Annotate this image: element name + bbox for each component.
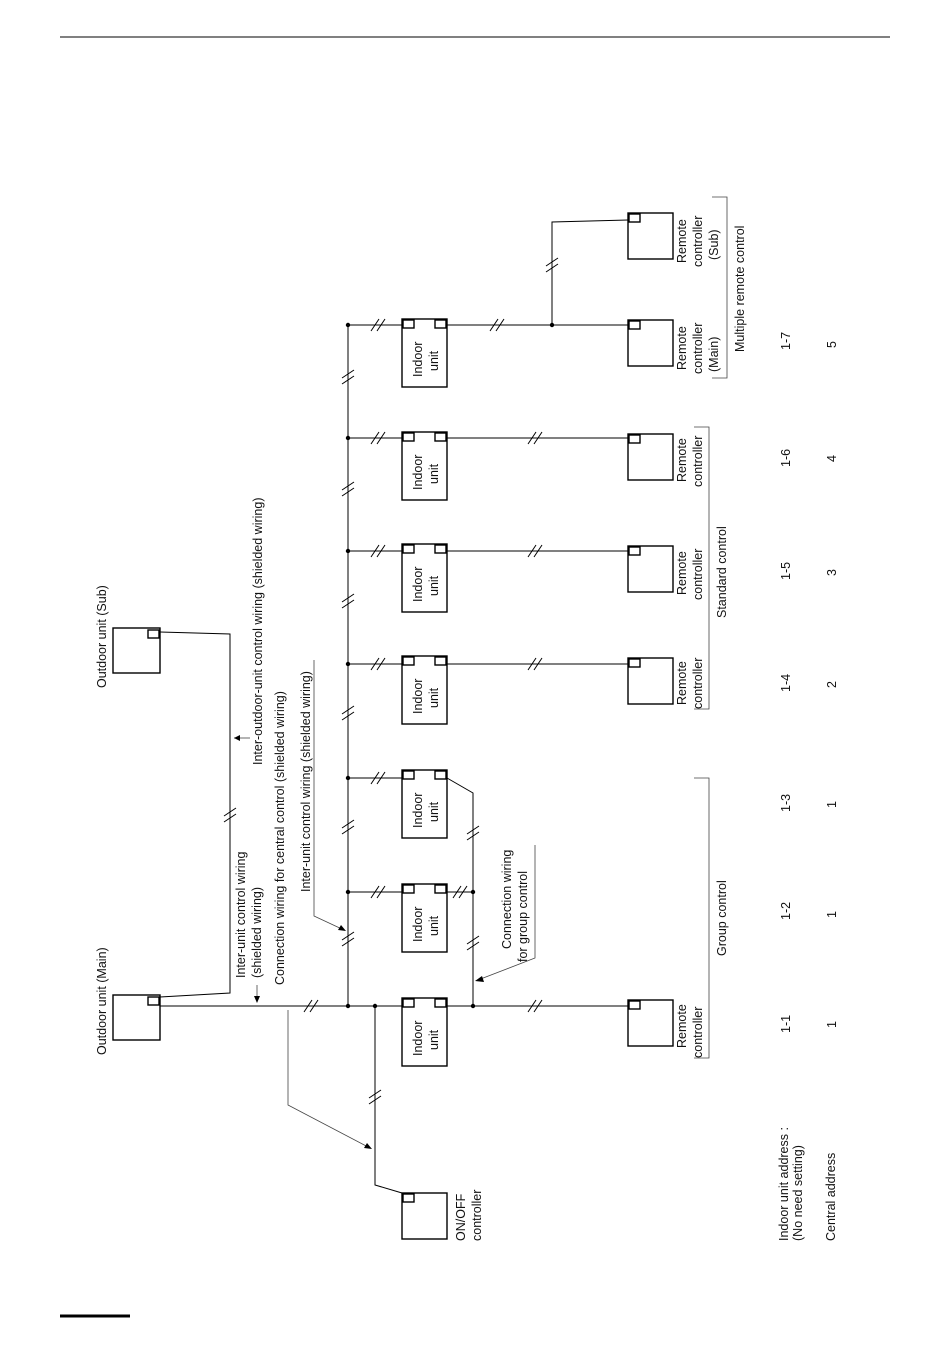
indoor-address-7: 1-7 [779, 332, 793, 350]
svg-text:Indoor: Indoor [411, 455, 425, 490]
indoor-unit-2 [401, 883, 448, 953]
svg-text:controller: controller [691, 658, 705, 709]
svg-text:unit: unit [427, 915, 441, 936]
central-address-7: 5 [825, 341, 839, 348]
standard-control-label: Standard control [715, 526, 729, 618]
central-address-4: 2 [825, 681, 839, 688]
central-address-3: 1 [825, 801, 839, 808]
indoor-address-label-1: Indoor unit address : [777, 1127, 791, 1241]
indoor-unit-labels: Indoor unit Indoor unit Indoor unit Indo… [411, 342, 441, 1056]
indoor-address-2: 1-2 [779, 902, 793, 920]
onoff-controller [401, 1192, 448, 1240]
svg-text:unit: unit [427, 801, 441, 822]
group-control-label: Group control [715, 880, 729, 956]
remote-controller-4 [627, 657, 674, 705]
outdoor-unit-main [112, 994, 161, 1041]
svg-text:Remote: Remote [675, 326, 689, 370]
indoor-address-5: 1-5 [779, 562, 793, 580]
indoor-unit-6 [401, 431, 448, 501]
svg-text:Indoor: Indoor [411, 342, 425, 377]
indoor-unit-4 [401, 655, 448, 725]
wiring-lines [159, 219, 629, 1194]
central-address-6: 4 [825, 455, 839, 462]
onoff-label-1: ON/OFF [454, 1193, 468, 1241]
junction-dots [345, 322, 555, 1009]
svg-text:controller: controller [691, 436, 705, 487]
svg-text:Remote: Remote [675, 551, 689, 595]
central-address-label: Central address [824, 1153, 838, 1241]
svg-text:unit: unit [427, 463, 441, 484]
outdoor-unit-sub [112, 627, 161, 674]
inter-unit-wiring-label-1: Inter-unit control wiring [234, 852, 248, 978]
svg-text:controller: controller [691, 323, 705, 374]
onoff-label-2: controller [470, 1190, 484, 1241]
inter-unit-wiring-label-2: (shielded wiring) [250, 887, 264, 978]
remote-controller-labels: Remote controller Remote controller Remo… [675, 216, 721, 1058]
remote-controller-main [627, 319, 674, 367]
remote-controller-1 [627, 999, 674, 1047]
svg-text:controller: controller [691, 1007, 705, 1058]
indoor-address-1: 1-1 [779, 1015, 793, 1033]
group-wiring-label-1: Connection wiring [500, 850, 514, 949]
group-wiring-label-2: for group control [516, 871, 530, 962]
svg-text:unit: unit [427, 350, 441, 371]
svg-text:(Sub): (Sub) [707, 229, 721, 260]
outdoor-sub-label: Outdoor unit (Sub) [95, 585, 109, 688]
central-address-2: 1 [825, 911, 839, 918]
central-address-1: 1 [825, 1021, 839, 1028]
svg-text:Indoor: Indoor [411, 907, 425, 942]
remote-controller-6 [627, 433, 674, 481]
shield-ticks [223, 257, 559, 1105]
svg-text:Indoor: Indoor [411, 793, 425, 828]
remote-controller-sub [627, 212, 674, 260]
indoor-address-3: 1-3 [779, 794, 793, 812]
svg-text:(Main): (Main) [707, 337, 721, 372]
svg-text:Indoor: Indoor [411, 567, 425, 602]
svg-text:Remote: Remote [675, 219, 689, 263]
central-address-values: 1 1 1 2 3 4 5 [825, 341, 839, 1028]
multiple-remote-control-label: Multiple remote control [733, 226, 747, 352]
central-address-5: 3 [825, 569, 839, 576]
svg-text:Remote: Remote [675, 661, 689, 705]
inter-outdoor-wiring-label: Inter-outdoor-unit control wiring (shiel… [251, 498, 265, 765]
svg-text:unit: unit [427, 1029, 441, 1050]
indoor-unit-3 [401, 769, 448, 839]
outdoor-main-label: Outdoor unit (Main) [95, 947, 109, 1055]
indoor-address-4: 1-4 [779, 674, 793, 692]
label-leaders [234, 196, 728, 1149]
indoor-address-values: 1-1 1-2 1-3 1-4 1-5 1-6 1-7 [779, 332, 793, 1033]
remote-controller-5 [627, 545, 674, 593]
svg-text:unit: unit [427, 687, 441, 708]
indoor-unit-5 [401, 543, 448, 613]
svg-text:Remote: Remote [675, 1004, 689, 1048]
svg-text:unit: unit [427, 575, 441, 596]
svg-text:controller: controller [691, 216, 705, 267]
indoor-unit-7 [401, 318, 448, 388]
svg-text:controller: controller [691, 549, 705, 600]
inter-unit-wiring-full-label: Inter-unit control wiring (shielded wiri… [299, 671, 313, 892]
central-control-wiring-label: Connection wiring for central control (s… [273, 691, 287, 985]
indoor-unit-1 [401, 997, 448, 1067]
svg-text:Indoor: Indoor [411, 1021, 425, 1056]
indoor-address-label-2: (No need setting) [791, 1145, 805, 1241]
svg-text:Remote: Remote [675, 438, 689, 482]
svg-text:Indoor: Indoor [411, 679, 425, 714]
indoor-address-6: 1-6 [779, 449, 793, 467]
